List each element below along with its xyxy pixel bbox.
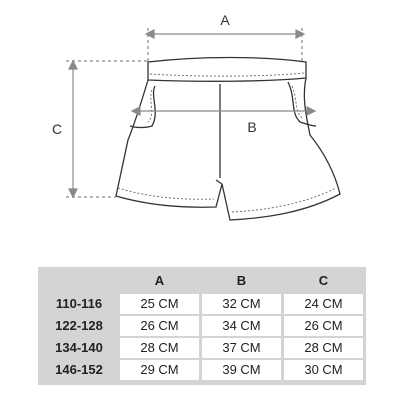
right-hem-stitch (231, 187, 337, 213)
left-pocket (129, 85, 156, 129)
dimension-c (66, 59, 148, 199)
waistband (147, 56, 307, 82)
column-header-c: C (318, 273, 329, 288)
row-size-label: 146-152 (55, 362, 103, 377)
dimension-b (130, 106, 317, 116)
cell-b: 34 CM (202, 316, 281, 336)
row-size-label: 134-140 (55, 340, 103, 355)
dimension-c-label: C (52, 121, 62, 137)
dimension-a-label: A (220, 12, 230, 28)
cell-c: 26 CM (284, 316, 363, 336)
cell-a: 28 CM (120, 338, 199, 358)
cell-c: 28 CM (284, 338, 363, 358)
dimension-b-label: B (247, 119, 256, 135)
row-size-label: 110-116 (55, 296, 103, 311)
dimension-a (144, 28, 306, 62)
left-hem-stitch (117, 187, 215, 200)
cell-a: 25 CM (120, 294, 199, 314)
shorts-size-diagram: A B C (52, 12, 341, 221)
cell-a: 26 CM (120, 316, 199, 336)
cell-c: 30 CM (284, 360, 363, 380)
waistband-stitch (149, 72, 305, 77)
right-pocket (287, 81, 317, 127)
column-header-a: A (154, 273, 165, 288)
column-header-b: B (236, 273, 247, 288)
cell-c: 24 CM (284, 294, 363, 314)
shorts-body (115, 77, 341, 221)
cell-b: 39 CM (202, 360, 281, 380)
row-size-label: 122-128 (55, 318, 103, 333)
crotch-curve (215, 179, 223, 185)
cell-a: 29 CM (120, 360, 199, 380)
cell-b: 32 CM (202, 294, 281, 314)
left-pocket-stitch (147, 89, 153, 123)
stitching (117, 72, 337, 213)
shorts-outline (115, 56, 341, 221)
cell-b: 37 CM (202, 338, 281, 358)
size-table: A B C 110-116 25 CM 32 CM 24 CM 122-128 … (38, 267, 366, 385)
